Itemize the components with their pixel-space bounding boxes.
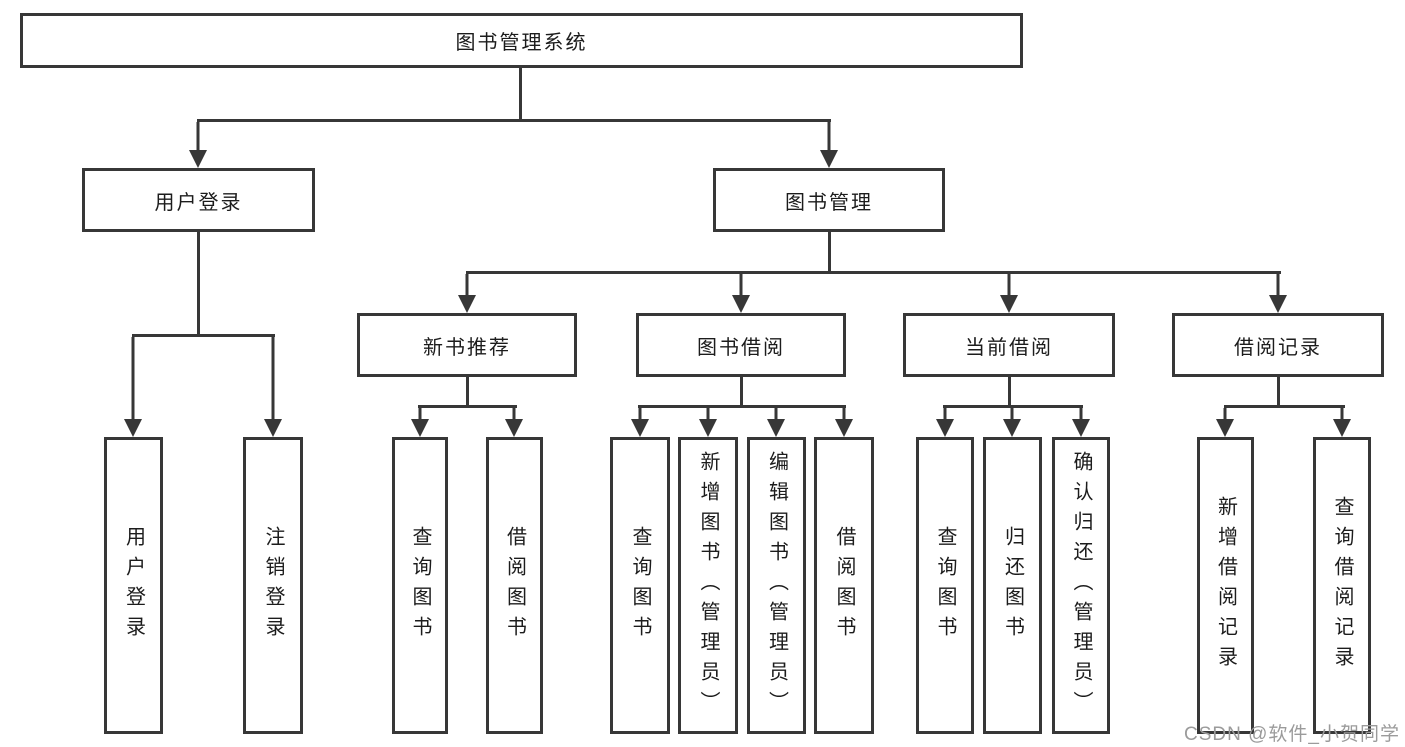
leaf-borrow-book-label: 借阅图书 xyxy=(833,525,855,646)
down-arrow-icon xyxy=(630,408,650,437)
connector-line xyxy=(1224,405,1345,408)
connector-line xyxy=(418,405,517,408)
leaf-logout: 注销登录 xyxy=(243,437,303,734)
leaf-query-book-borrow-label: 查询图书 xyxy=(629,525,651,646)
node-borrow-record: 借阅记录 xyxy=(1172,313,1384,377)
leaf-edit-book-admin: 编辑图书（管理员） xyxy=(747,437,806,734)
down-arrow-icon xyxy=(731,274,751,313)
down-arrow-icon xyxy=(1002,408,1022,437)
connector-line xyxy=(828,232,831,274)
node-new-book-recommend-label: 新书推荐 xyxy=(423,336,511,359)
node-root-label: 图书管理系统 xyxy=(455,32,588,54)
leaf-logout-label: 注销登录 xyxy=(262,525,284,646)
leaf-borrow-book-recommend: 借阅图书 xyxy=(486,437,543,734)
node-book-management-label: 图书管理 xyxy=(785,191,873,214)
leaf-confirm-return-admin-label: 确认归还（管理员） xyxy=(1070,450,1092,721)
down-arrow-icon xyxy=(1215,408,1235,437)
node-current-borrow: 当前借阅 xyxy=(903,313,1115,377)
connector-line xyxy=(132,334,275,337)
connector-line xyxy=(197,232,200,337)
watermark: CSDN @软件_小贺同学 xyxy=(1184,724,1400,745)
down-arrow-icon xyxy=(504,408,524,437)
leaf-user-login-label: 用户登录 xyxy=(122,525,145,646)
node-root: 图书管理系统 xyxy=(20,13,1023,68)
connector-line xyxy=(466,271,1281,274)
down-arrow-icon xyxy=(819,122,839,168)
connector-line xyxy=(466,377,469,408)
leaf-query-book-current-label: 查询图书 xyxy=(934,525,956,646)
leaf-confirm-return-admin: 确认归还（管理员） xyxy=(1052,437,1110,734)
down-arrow-icon xyxy=(263,337,283,437)
leaf-query-borrow-record: 查询借阅记录 xyxy=(1313,437,1371,734)
down-arrow-icon xyxy=(935,408,955,437)
down-arrow-icon xyxy=(457,274,477,313)
leaf-add-borrow-record: 新增借阅记录 xyxy=(1197,437,1254,734)
leaf-query-book-current: 查询图书 xyxy=(916,437,974,734)
down-arrow-icon xyxy=(1268,274,1288,313)
down-arrow-icon xyxy=(999,274,1019,313)
connector-line xyxy=(197,119,831,122)
down-arrow-icon xyxy=(123,337,143,437)
down-arrow-icon xyxy=(766,408,786,437)
down-arrow-icon xyxy=(1071,408,1091,437)
leaf-add-book-admin-label: 新增图书（管理员） xyxy=(697,450,719,721)
connector-line xyxy=(519,68,522,120)
leaf-query-book-recommend: 查询图书 xyxy=(392,437,448,734)
connector-line xyxy=(1008,377,1011,408)
leaf-add-borrow-record-label: 新增借阅记录 xyxy=(1214,495,1237,676)
connector-line xyxy=(943,405,1083,408)
leaf-return-book-label: 归还图书 xyxy=(1001,525,1024,646)
connector-line xyxy=(1277,377,1280,408)
down-arrow-icon xyxy=(834,408,854,437)
leaf-return-book: 归还图书 xyxy=(983,437,1042,734)
leaf-query-borrow-record-label: 查询借阅记录 xyxy=(1331,495,1353,676)
leaf-query-book-borrow: 查询图书 xyxy=(610,437,670,734)
leaf-borrow-book-recommend-label: 借阅图书 xyxy=(503,525,526,646)
node-book-borrow-label: 图书借阅 xyxy=(697,336,785,359)
node-book-management: 图书管理 xyxy=(713,168,945,232)
node-borrow-record-label: 借阅记录 xyxy=(1234,336,1322,359)
node-new-book-recommend: 新书推荐 xyxy=(357,313,577,377)
node-current-borrow-label: 当前借阅 xyxy=(965,336,1053,359)
down-arrow-icon xyxy=(410,408,430,437)
down-arrow-icon xyxy=(1332,408,1352,437)
down-arrow-icon xyxy=(698,408,718,437)
node-book-borrow: 图书借阅 xyxy=(636,313,846,377)
connector-line xyxy=(740,377,743,408)
leaf-add-book-admin: 新增图书（管理员） xyxy=(678,437,738,734)
node-user-login-label: 用户登录 xyxy=(154,191,243,214)
down-arrow-icon xyxy=(188,122,208,168)
connector-line xyxy=(638,405,846,408)
node-user-login: 用户登录 xyxy=(82,168,315,232)
leaf-borrow-book: 借阅图书 xyxy=(814,437,874,734)
leaf-edit-book-admin-label: 编辑图书（管理员） xyxy=(765,450,788,721)
leaf-user-login: 用户登录 xyxy=(104,437,163,734)
leaf-query-book-recommend-label: 查询图书 xyxy=(409,525,431,646)
